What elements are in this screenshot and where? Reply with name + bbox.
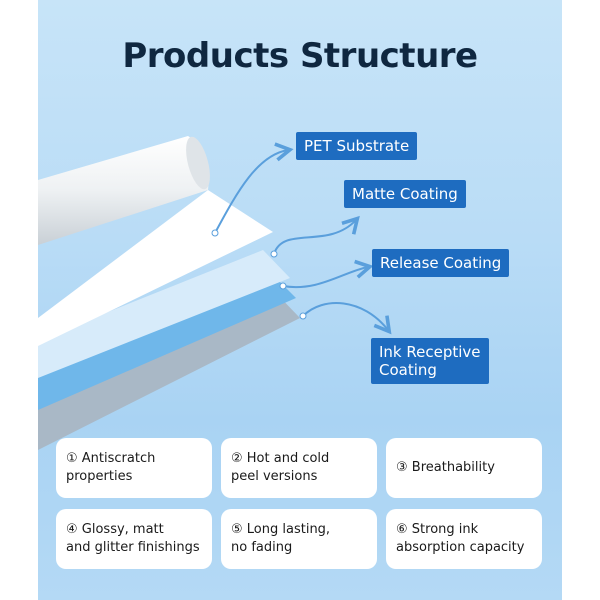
product-panel: Products Structure [38, 0, 562, 600]
release-coating-layer [38, 270, 296, 410]
feature-card-peel: ② Hot and cold peel versions [221, 438, 377, 498]
feature-card-breathability: ③ Breathability [386, 438, 542, 498]
matte-coating-layer [38, 250, 290, 378]
arrow-pet [214, 142, 294, 234]
arrow-release [282, 259, 374, 289]
film-roll [38, 136, 209, 245]
arrow-matte-dot [270, 250, 278, 258]
arrow-release-dot [279, 282, 287, 290]
arrow-pet-dot [211, 229, 219, 237]
label-pet-substrate: PET Substrate [296, 132, 418, 160]
arrow-ink [302, 302, 392, 335]
label-ink-receptive-coating: Ink Receptive Coating [371, 338, 489, 384]
label-matte-coating: Matte Coating [344, 180, 466, 208]
arrow-ink-dot [299, 312, 307, 320]
label-release-coating: Release Coating [372, 249, 510, 277]
feature-card-long-lasting: ⑤ Long lasting, no fading [221, 509, 377, 569]
feature-card-ink-absorption: ⑥ Strong ink absorption capacity [386, 509, 542, 569]
arrow-matte [273, 215, 360, 255]
pet-substrate-layer [38, 190, 273, 346]
film-layers-illustration [38, 136, 392, 450]
page-title: Products Structure [122, 36, 478, 76]
feature-card-antiscratch: ① Antiscratch properties [56, 438, 212, 498]
ink-receptive-layer [38, 290, 300, 450]
feature-card-finishings: ④ Glossy, matt and glitter finishings [56, 509, 212, 569]
roll-end [186, 136, 210, 190]
